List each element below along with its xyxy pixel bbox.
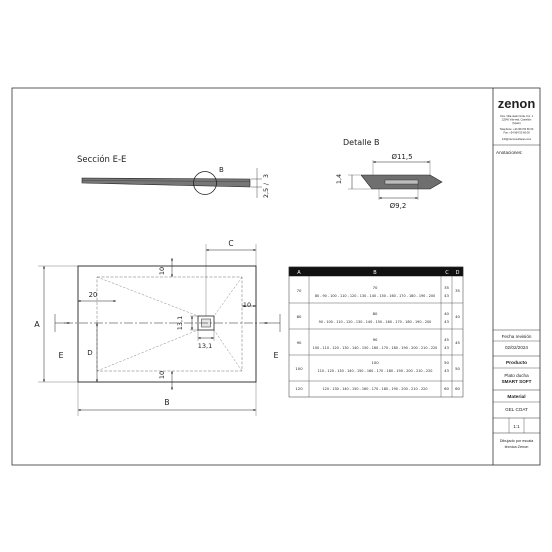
tray-inner [96,276,243,372]
table-header-a: A [297,270,301,276]
detail-circle [193,171,217,195]
dim-10-right: 10 [243,301,251,309]
table-row-1-a: 80 [297,314,302,319]
dim-2-5: 2,5 [262,188,270,198]
material-value: GEL COAT [505,407,528,412]
brand-fax: Fax: +34 964 53 66 08 [503,131,530,135]
table-row-2-a: 90 [297,340,302,345]
section-profile [81,177,251,188]
dim-10-top: 10 [158,267,166,275]
table-row-4-a: 120 [295,386,303,391]
tray-outline [77,265,257,383]
annotations-label: Anotaciones: [496,150,523,155]
table-header-d: D [456,270,460,276]
detail-circle-label: B [219,166,224,174]
table-row-2-c1: 45 [444,337,449,342]
table-row-3-d: 50 [455,366,460,371]
product-line-1: Plato ducha [504,373,529,378]
brand-address-3: (Spain) [512,121,520,125]
dim-height: 1,4 [335,174,343,184]
brand-phone: Telephone: +34 964 53 66 03 [500,127,534,131]
footer-line-2: técnica Zenon [505,445,529,449]
table-row-1-b1: 80 [373,311,378,316]
plan-view: A E E D 20 B C 10 10 10 [34,239,281,416]
size-table: A B C D 70 70 80 - 90 - 100 - 110 - 120 … [288,266,464,398]
table-row-0-d: 35 [455,288,460,293]
table-row-3-b2: 110 - 120 - 130 - 140 - 150 - 160 - 170 … [318,369,433,373]
table-row-0-c2: 43 [444,293,449,298]
table-row-3-b1: 100 [371,360,379,365]
table-row-1-c2: 43 [444,319,449,324]
brand-address-1: Ctra. Villa-reale Onda, Km. 1 [500,114,534,118]
footer-line-1: Dibujado por escala [500,439,534,443]
table-row-4-c1: 60 [444,386,449,391]
brand-address-2: 12540 Vila-real, Castellón [502,118,532,122]
section-view: Sección E-E B 3 / 2,5 [77,154,270,198]
section-title: Sección E-E [77,154,126,165]
table-row-0-b1: 70 [373,285,378,290]
product-line-2: SMART SOFT [502,379,532,384]
table-row-3-c1: 50 [444,360,449,365]
table-header-b: B [373,270,377,276]
dim-label-c: C [228,239,233,248]
detail-view: Detalle B Ø11,5 Ø9,2 1,4 [335,138,443,210]
table-row-1-b2: 90 - 100 - 110 - 120 - 130 - 140 - 150 -… [319,320,432,324]
table-row-0-c1: 35 [444,285,449,290]
scale-value: 1:1 [513,424,520,429]
table-row-3-c2: 43 [444,368,449,373]
brand-logo: zenon [498,96,536,111]
section-marker-right: E [273,351,278,360]
table-row-0-a: 70 [297,288,302,293]
table-row-2-d: 45 [455,340,460,345]
table-row-4-d: 60 [455,386,460,391]
table-row-0-b2: 80 - 90 - 100 - 110 - 120 - 130 - 140 - … [315,294,435,298]
dim-13-1-horizontal: 13,1 [198,342,212,350]
revision-label: Fecha revisión [502,334,532,339]
dim-label-a: A [34,320,40,329]
dim-label-d: D [87,349,92,357]
table-row-1-c1: 40 [444,311,449,316]
table-row-4-b2: 120 - 130 - 140 - 150 - 160 - 170 - 180 … [323,387,428,391]
detail-title: Detalle B [343,138,380,147]
drawing-frame [11,87,541,466]
dim-diam-bottom: Ø9,2 [390,202,407,210]
product-label: Producto [506,360,527,366]
table-row-1-d: 40 [455,314,460,319]
table-row-2-b2: 100 - 110 - 120 - 130 - 140 - 150 - 160 … [313,346,438,350]
table-row-3-a: 100 [295,366,303,371]
material-label: Material [507,394,525,400]
dim-20: 20 [89,291,98,299]
title-block: zenon Ctra. Villa-reale Onda, Km. 1 1254… [493,96,540,449]
revision-date: 02/02/2024 [505,345,528,350]
brand-email: info@zenonsurfaces.com [502,137,531,141]
table-header-c: C [445,270,449,276]
table-row-2-c2: 43 [444,345,449,350]
dim-13-1-vertical: 13,1 [176,316,184,330]
section-marker-left: E [58,351,63,360]
dim-3: 3 [262,174,270,178]
dim-10-bottom: 10 [158,371,166,379]
dim-label-b: B [164,398,169,407]
table-row-2-b1: 90 [373,337,378,342]
dim-slash: / [262,182,270,185]
dim-diam-top: Ø11,5 [391,153,412,161]
